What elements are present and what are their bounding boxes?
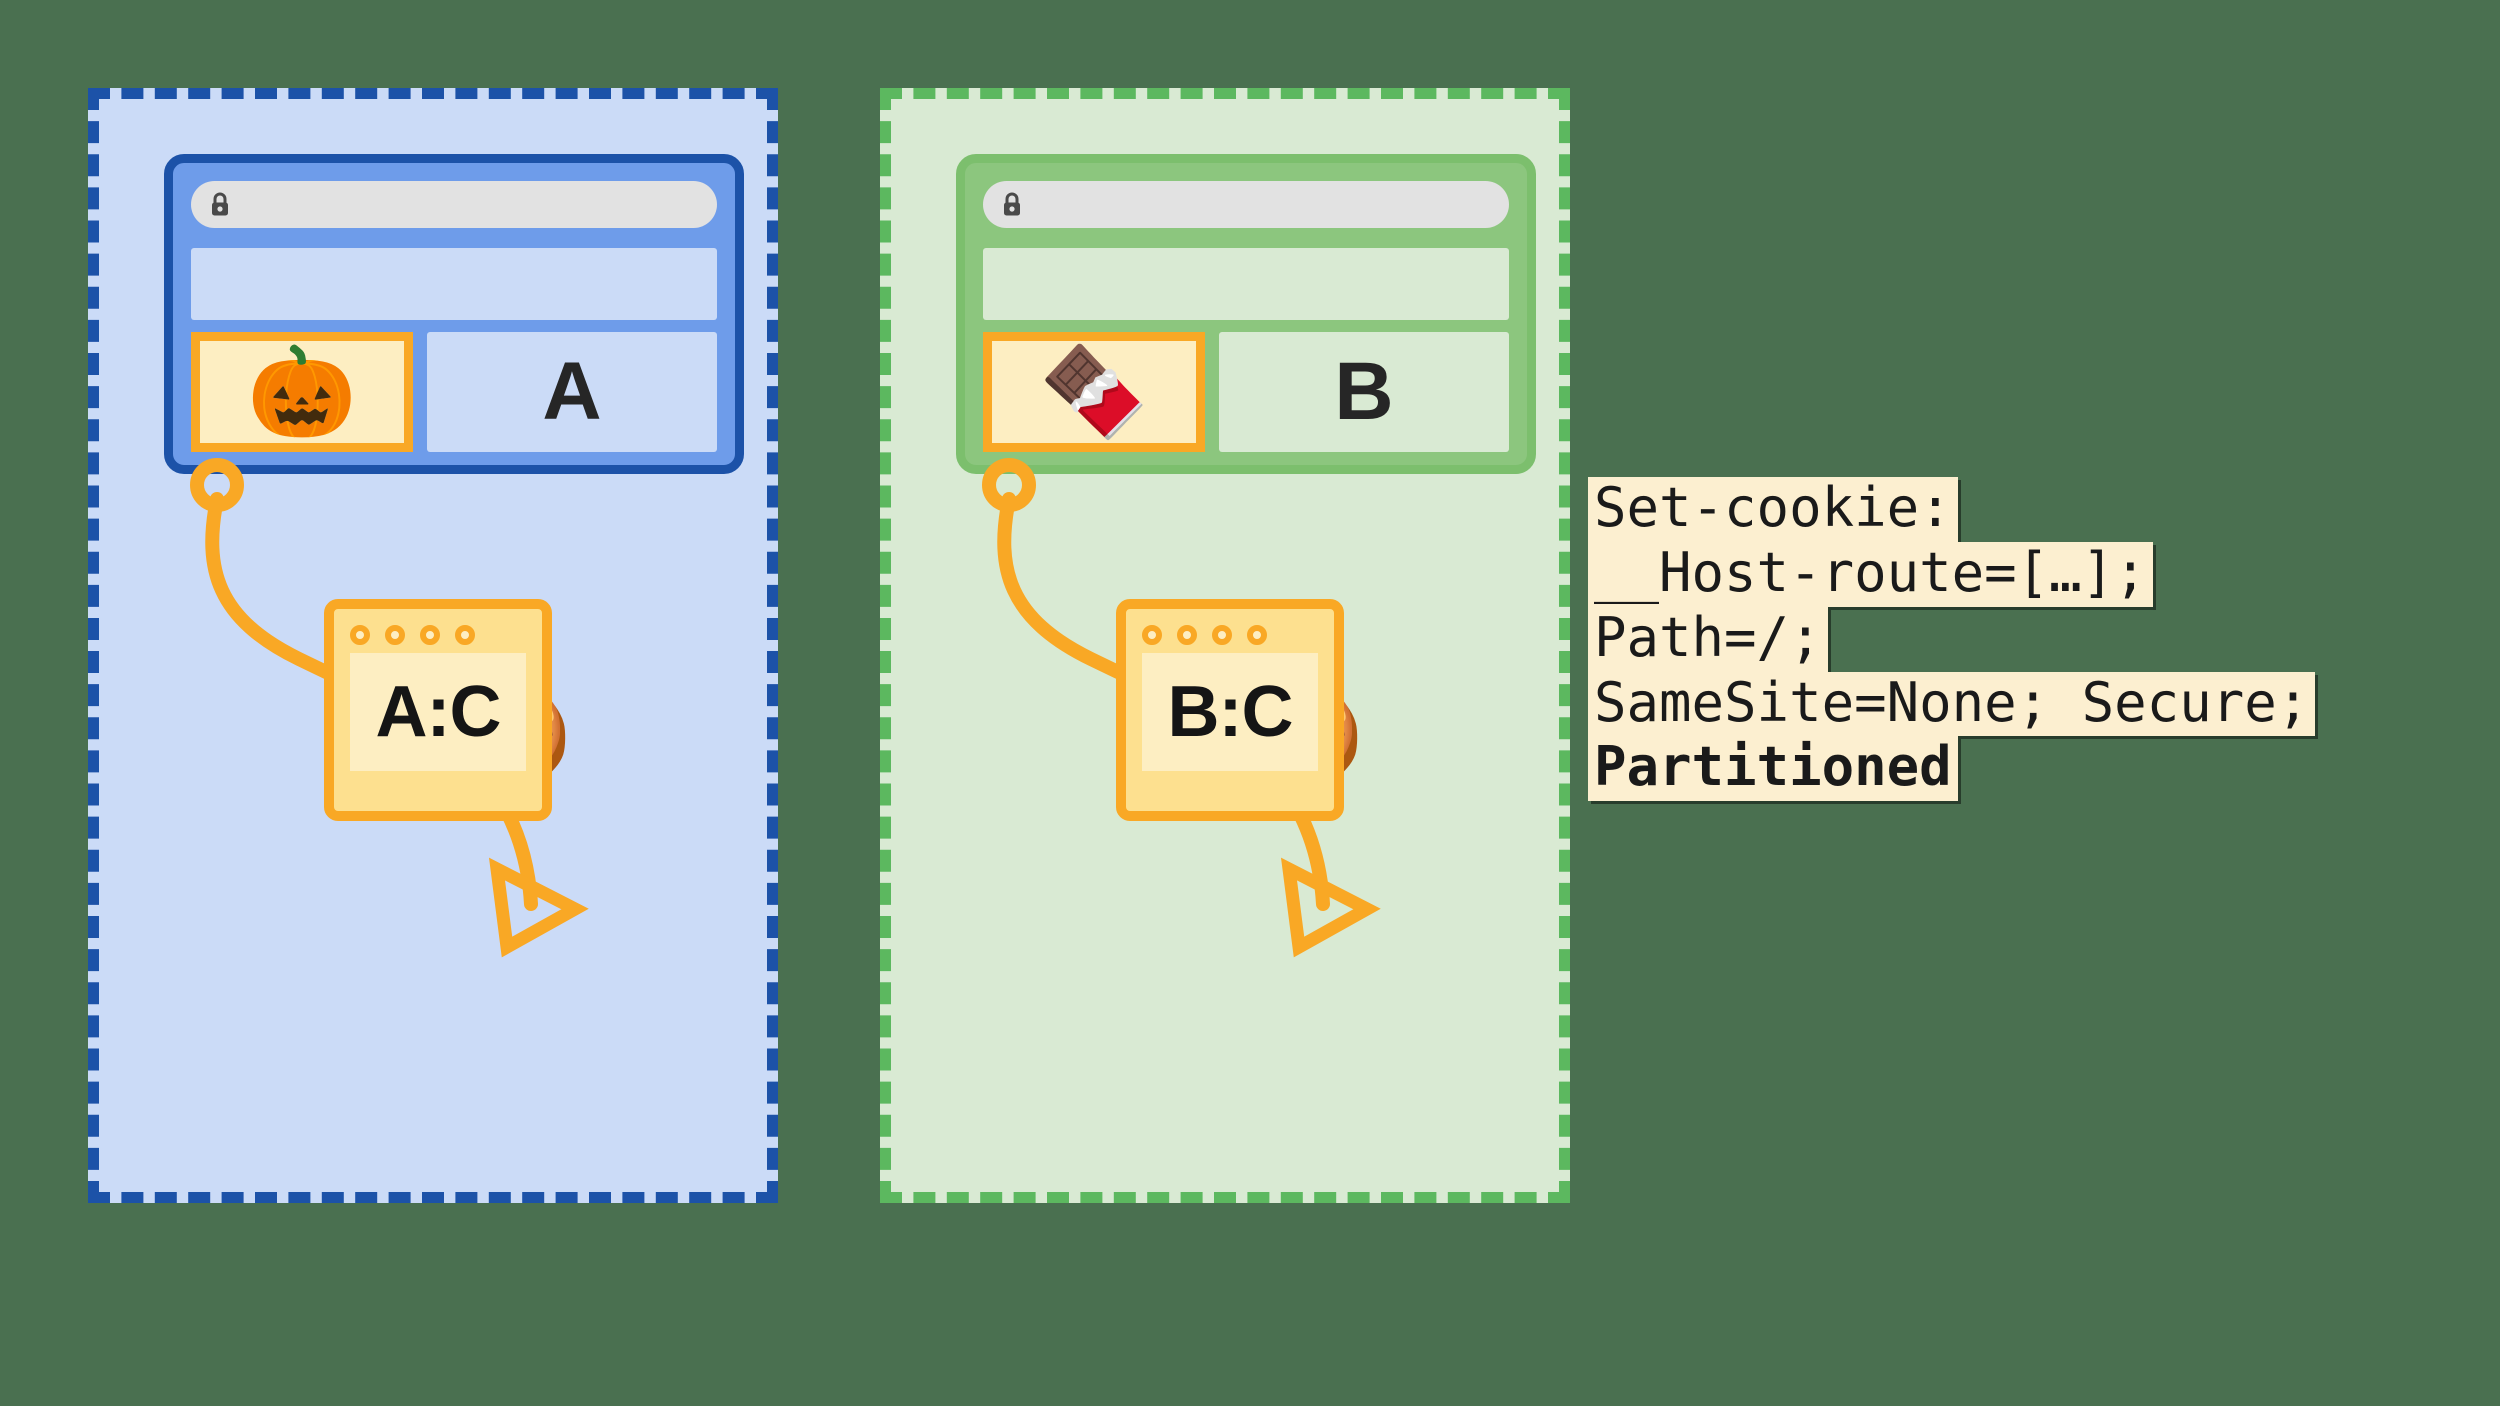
chocolate-bar-icon: 🍫 [1039, 342, 1149, 441]
code-line-partitioned: Partitioned [1588, 736, 1958, 802]
jar-label-a: A:C [375, 672, 502, 752]
jar-dot [385, 625, 405, 645]
partitioned-storage-b: B:C [1116, 599, 1344, 821]
code-line: __Host-route=[…]; [1588, 541, 2153, 607]
content-stripe-a [191, 248, 717, 320]
jar-dot [1247, 625, 1267, 645]
partition-b: 🍫 B 🍪 B:C [880, 88, 1570, 1203]
jar-dots-a [350, 625, 526, 645]
code-line: SameSite=None; Secure; [1588, 671, 2316, 737]
jar-dots-b [1142, 625, 1318, 645]
code-line: Path=/; [1588, 606, 1828, 672]
jar-dot [350, 625, 370, 645]
code-line: Set-cookie: [1588, 477, 1958, 542]
lock-icon [1001, 192, 1023, 218]
embedded-frame-a: 🎃 [191, 332, 413, 452]
address-bar-b[interactable] [983, 181, 1509, 228]
content-stripe-b [983, 248, 1509, 320]
embedded-frame-b: 🍫 [983, 332, 1205, 452]
jar-body-b: B:C [1142, 653, 1318, 771]
address-bar-a[interactable] [191, 181, 717, 228]
jar-dot [1142, 625, 1162, 645]
site-letter-a: A [542, 346, 602, 437]
jar-dot [1212, 625, 1232, 645]
browser-window-b: 🍫 B [956, 154, 1536, 474]
jar-label-b: B:C [1167, 672, 1294, 752]
site-label-box-a: A [427, 332, 717, 452]
jar-dot [420, 625, 440, 645]
jack-o-lantern-icon: 🎃 [247, 342, 357, 441]
partitioned-storage-a: A:C [324, 599, 552, 821]
site-letter-b: B [1334, 346, 1394, 437]
browser-window-a: 🎃 A [164, 154, 744, 474]
site-label-box-b: B [1219, 332, 1509, 452]
jar-dot [455, 625, 475, 645]
jar-body-a: A:C [350, 653, 526, 771]
lock-icon [209, 192, 231, 218]
set-cookie-header-code: Set-cookie: __Host-route=[…]; Path=/; Sa… [1588, 477, 2316, 802]
partition-a: 🎃 A 🍪 A:C [88, 88, 778, 1203]
jar-dot [1177, 625, 1197, 645]
